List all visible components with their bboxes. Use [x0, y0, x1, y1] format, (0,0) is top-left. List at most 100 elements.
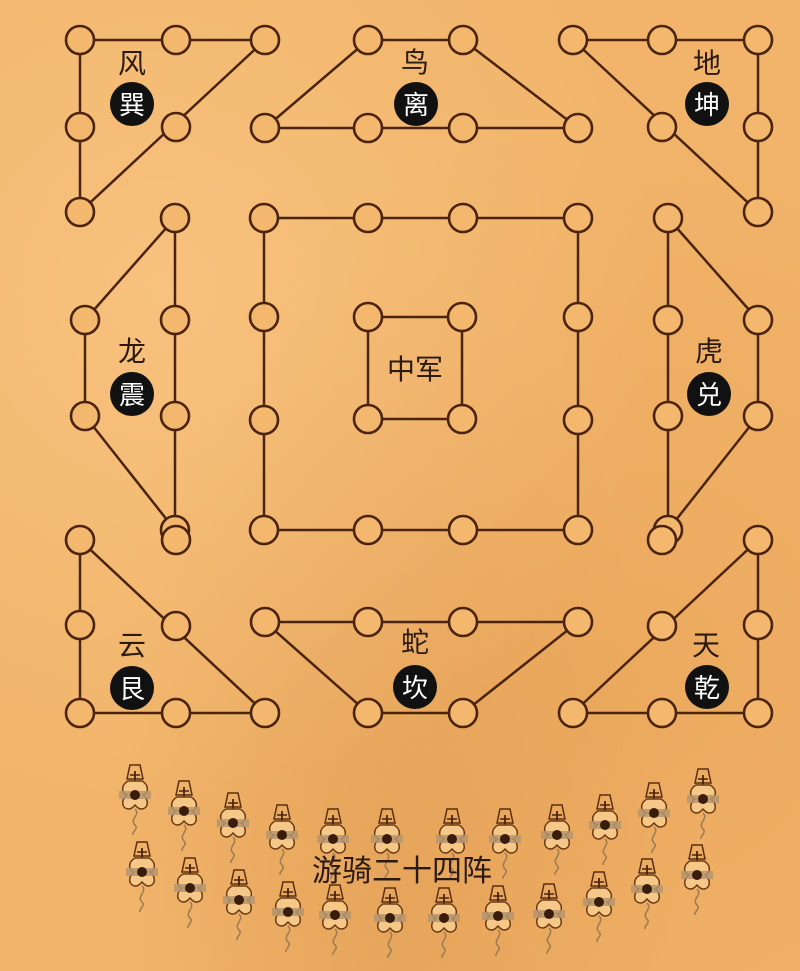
node-circle [447, 606, 479, 638]
cavalry-icon [680, 844, 714, 916]
cavalry-icon [630, 858, 664, 930]
node-circle [652, 400, 684, 432]
node-circle [160, 524, 192, 556]
node-circle [352, 514, 384, 546]
zhen-trigram: 震 [119, 381, 145, 411]
node-circle [652, 202, 684, 234]
node-circle [69, 400, 101, 432]
trigram-badge [687, 372, 731, 416]
cavalry-icon [125, 841, 159, 913]
node-circle [557, 697, 589, 729]
cavalry-icon [216, 792, 250, 864]
cavalry-icon [222, 869, 256, 941]
node-circle [742, 697, 774, 729]
node-circle [742, 304, 774, 336]
cavalry-icon [481, 885, 515, 957]
node-circle [562, 301, 594, 333]
cavalry-icon [488, 808, 522, 880]
heaven-formation-labels: 天 乾 [685, 629, 729, 709]
node-circle [159, 400, 191, 432]
node-circle [352, 606, 384, 638]
node-circle [742, 524, 774, 556]
node-circle [447, 202, 479, 234]
cavalry-icon [265, 804, 299, 876]
node-circle [446, 301, 478, 333]
xun-trigram: 巽 [119, 91, 145, 121]
gen-trigram: 艮 [119, 675, 145, 705]
node-circle [352, 403, 384, 435]
node-circle [64, 524, 96, 556]
node-circle [160, 697, 192, 729]
node-circle [447, 514, 479, 546]
node-circle [64, 196, 96, 228]
node-circle [249, 112, 281, 144]
node-circle [446, 403, 478, 435]
trigram-badge [110, 372, 154, 416]
snake-label: 蛇 [401, 626, 429, 659]
qian-trigram: 乾 [694, 674, 720, 704]
node-circle [742, 24, 774, 56]
bird-formation-labels: 鸟 离 [394, 46, 438, 126]
node-circle [64, 24, 96, 56]
bird-label: 鸟 [401, 46, 429, 79]
cavalry-icon [686, 768, 720, 840]
node-circle [646, 610, 678, 642]
node-circle [646, 24, 678, 56]
node-circle [562, 112, 594, 144]
diagram-title: 游骑二十四阵 [312, 854, 492, 889]
trigram-badge [110, 666, 154, 710]
heaven-label: 天 [692, 629, 720, 662]
node-circle [248, 404, 280, 436]
node-circle [64, 609, 96, 641]
node-circle [159, 304, 191, 336]
node-circle [248, 301, 280, 333]
node-circle [562, 404, 594, 436]
wind-label: 风 [118, 47, 146, 80]
cloud-label: 云 [118, 629, 146, 662]
node-circle [652, 304, 684, 336]
node-circle [248, 202, 280, 234]
cavalry-icon [532, 883, 566, 955]
formation-nodes [64, 24, 774, 729]
trigram-badge [110, 82, 154, 126]
trigram-badge [685, 665, 729, 709]
wind-formation-labels: 风 巽 [110, 47, 154, 126]
dragon-formation-labels: 龙 震 [110, 335, 154, 416]
node-circle [447, 24, 479, 56]
tiger-label: 虎 [695, 335, 723, 368]
node-circle [742, 609, 774, 641]
cavalry-icon [637, 782, 671, 854]
trigram-badge [394, 82, 438, 126]
snake-formation-labels: 蛇 坎 [393, 626, 437, 709]
dragon-label: 龙 [118, 335, 146, 368]
node-circle [160, 24, 192, 56]
node-circle [352, 112, 384, 144]
node-circle [742, 400, 774, 432]
earth-formation-labels: 地 坤 [685, 47, 729, 126]
cavalry-icon [427, 887, 461, 959]
node-circle [69, 304, 101, 336]
node-circle [249, 606, 281, 638]
kun-trigram: 坤 [694, 91, 720, 121]
cavalry-icon [318, 884, 352, 956]
node-circle [160, 610, 192, 642]
trigram-badge [685, 82, 729, 126]
node-circle [646, 111, 678, 143]
node-circle [64, 697, 96, 729]
cavalry-icon [373, 887, 407, 959]
node-circle [64, 111, 96, 143]
center-army-label: 中军 [387, 353, 443, 386]
node-circle [159, 202, 191, 234]
trigram-badge [393, 665, 437, 709]
node-circle [646, 697, 678, 729]
cavalry-icon [173, 857, 207, 929]
node-circle [447, 112, 479, 144]
node-circle [742, 111, 774, 143]
cavalry-icon [582, 871, 616, 943]
node-circle [352, 24, 384, 56]
node-circle [557, 24, 589, 56]
cloud-formation-labels: 云 艮 [110, 629, 154, 710]
li-trigram: 离 [403, 91, 429, 121]
node-circle [562, 514, 594, 546]
